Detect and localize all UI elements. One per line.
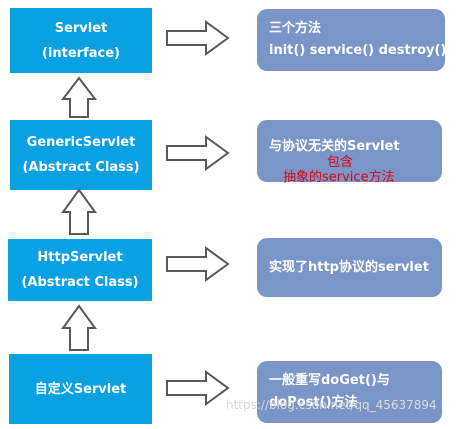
class-name: HttpServlet (37, 250, 123, 265)
class-type: (interface) (42, 45, 120, 61)
watermark: https://blog.csdn.net/qq_45637894 (226, 398, 437, 412)
class-box-genericservlet: GenericServlet (Abstract Class) (10, 120, 152, 190)
class-name: Servlet (54, 20, 108, 36)
class-box-httpservlet: HttpServlet (Abstract Class) (8, 239, 152, 301)
desc-line: 与协议无关的Servlet (269, 139, 400, 154)
class-name: GenericServlet (26, 135, 136, 150)
desc-box-httpservlet: 实现了http协议的servlet (257, 238, 442, 297)
class-type: (Abstract Class) (21, 275, 139, 290)
right-arrow-icon (166, 246, 230, 282)
class-type: (Abstract Class) (22, 160, 140, 175)
desc-box-genericservlet: 与协议无关的Servlet (257, 120, 442, 182)
class-box-custom-servlet: 自定义Servlet (9, 354, 152, 424)
red-annotation-contains: 包含 (327, 155, 354, 170)
class-box-servlet: Servlet (interface) (10, 8, 152, 73)
desc-box-custom-servlet: 一般重写doGet()与 doPost()方法 (257, 361, 442, 423)
right-arrow-icon (166, 370, 230, 406)
right-arrow-icon (166, 135, 230, 171)
desc-box-servlet: 三个方法 init() service() destroy() (257, 9, 447, 71)
desc-line: 实现了http协议的servlet (269, 259, 429, 275)
up-arrow-icon (61, 188, 97, 235)
right-arrow-icon (166, 20, 230, 56)
desc-line: 三个方法 (269, 21, 322, 36)
class-name: 自定义Servlet (34, 381, 127, 397)
desc-line: 一般重写doGet()与 (269, 373, 390, 388)
up-arrow-icon (60, 76, 98, 118)
desc-line: init() service() destroy() (269, 43, 447, 58)
red-annotation-abstract-service: 抽象的service方法 (283, 170, 395, 185)
desc-line: doPost()方法 (269, 395, 358, 410)
up-arrow-icon (61, 304, 97, 351)
